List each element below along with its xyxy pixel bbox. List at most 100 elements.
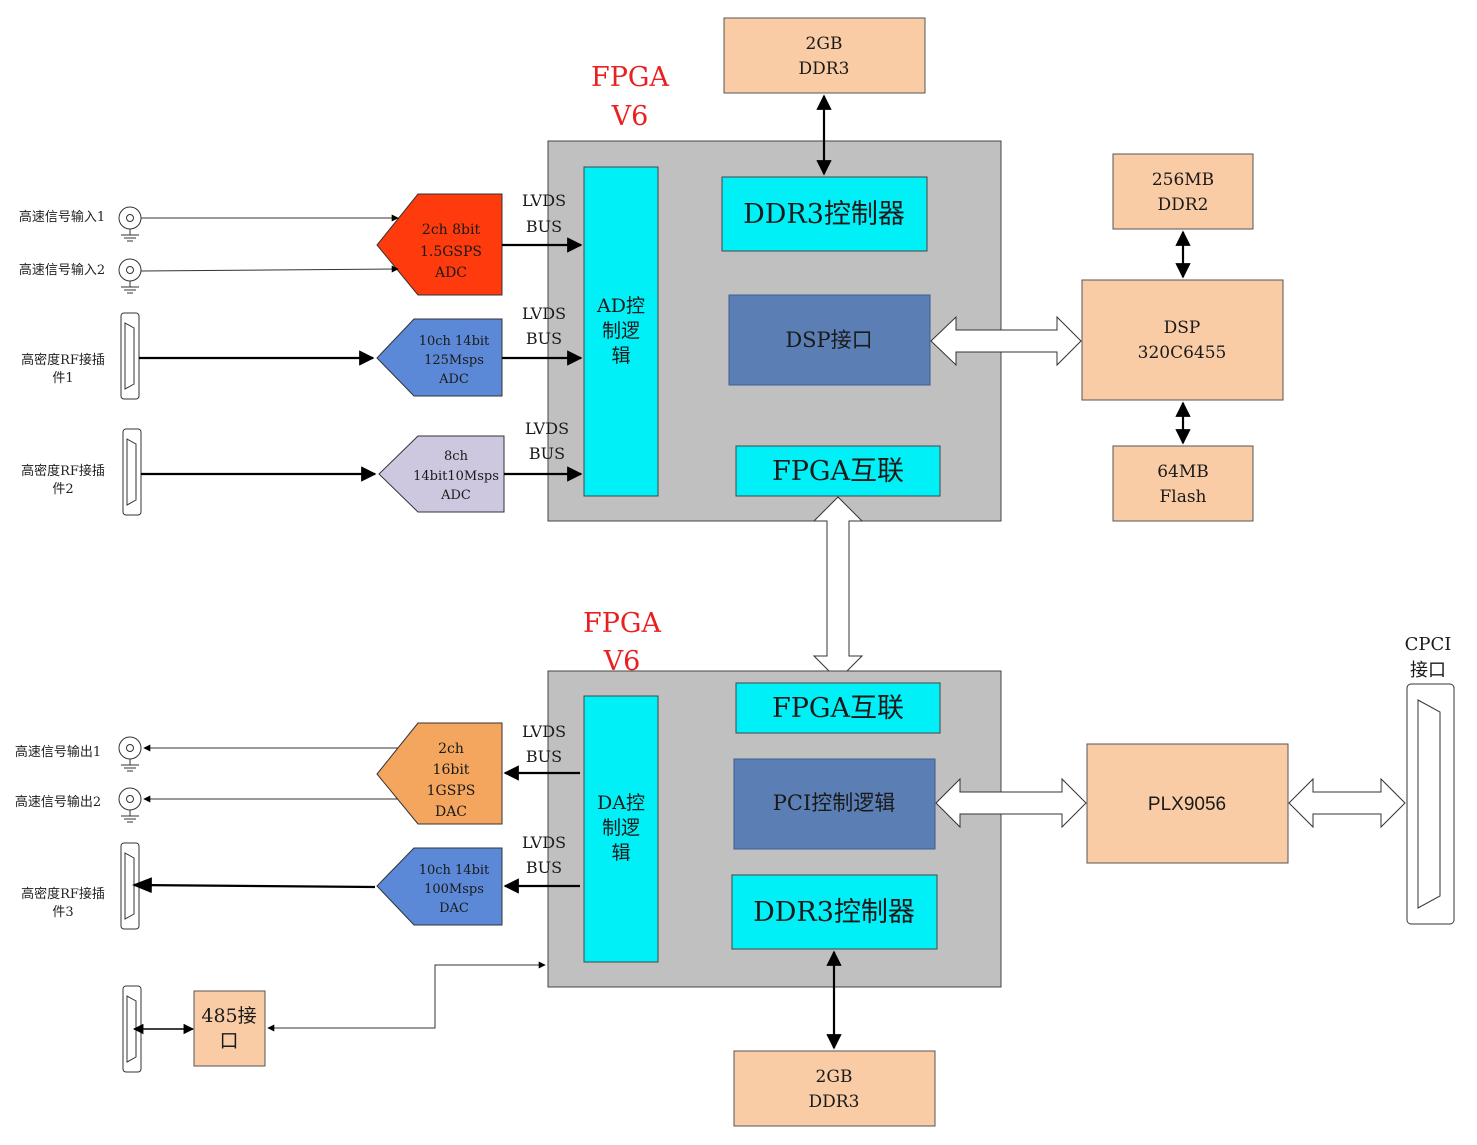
rf3-label-line1: 高密度RF接插 [21, 886, 105, 902]
plx-label: PLX9056 [1148, 794, 1226, 815]
rf2-label-line1: 高密度RF接插 [21, 463, 105, 479]
fpga-top-label-1: FPGA [591, 62, 669, 93]
lvds-top2-line1: LVDS [522, 304, 566, 323]
coax-connector-out2 [118, 787, 142, 823]
coax-connector-out1 [118, 736, 142, 772]
in2-signal-line [140, 265, 399, 273]
adc2-line2: 125Msps [424, 353, 484, 368]
ddr3-controller-top [721, 176, 928, 252]
dac2-converter [376, 847, 503, 926]
rs485-line1: 485接 [201, 1005, 256, 1027]
adc2-line3: ADC [438, 372, 469, 387]
adc1-converter [376, 193, 503, 296]
adc1-line3: ADC [434, 265, 467, 281]
rf1-label-line1: 高密度RF接插 [21, 352, 105, 368]
hs-output1-label: 高速信号输出1 [15, 744, 101, 760]
cpci-bus-arrow [1288, 777, 1406, 829]
hs-input2-label: 高速信号输入2 [19, 262, 105, 278]
pci-control-block [733, 758, 936, 850]
da-ctrl-text-2: 制逻 [602, 817, 640, 839]
rs485-interface [193, 990, 266, 1067]
adc3-line3: ADC [440, 488, 471, 503]
ddr2-line2: DDR2 [1158, 195, 1209, 215]
rf-connector-1 [120, 312, 140, 400]
lvds-bot1-line1: LVDS [522, 722, 566, 741]
flash-line2: Flash [1159, 487, 1206, 507]
ddr3-top-line1: 2GB [806, 34, 843, 54]
dsp-processor [1081, 279, 1284, 401]
dsp-line1: DSP [1164, 318, 1201, 338]
fpga-link-bottom-label: FPGA互联 [772, 693, 904, 724]
ad-ctrl-text-3: 辑 [611, 345, 630, 367]
adc3-converter [378, 435, 505, 513]
da-control-logic-block [583, 695, 659, 963]
ddr3-top-memory [723, 17, 926, 94]
pci-bus-arrow [935, 777, 1087, 829]
ad-ctrl-text-2: 制逻 [602, 320, 640, 342]
ddr3-controller-bottom-label: DDR3控制器 [753, 897, 915, 928]
pci-control-label: PCI控制逻辑 [773, 791, 896, 815]
ddr3-top-line2: DDR3 [799, 59, 850, 79]
lvds-top1-line2: BUS [526, 217, 562, 236]
flash-line1: 64MB [1157, 462, 1209, 482]
ad-control-logic-block [583, 166, 659, 497]
fpga-link-top [735, 445, 941, 497]
dac1-converter [376, 722, 503, 825]
rs485-line2: 口 [219, 1030, 238, 1052]
hs-output2-label: 高速信号输出2 [15, 794, 101, 810]
fpga-link-bottom [735, 682, 941, 734]
ddr3-bottom-line1: 2GB [816, 1067, 853, 1087]
cpci-connector [1406, 683, 1455, 925]
fpga-top-group: FPGA V6 AD控 制逻 辑 DDR3控制器 DSP接口 FPGA互联 [547, 62, 1002, 522]
ddr2-line1: 256MB [1152, 170, 1214, 190]
fpga-interconnect-arrow [812, 496, 864, 681]
dsp-bus-arrow [930, 315, 1082, 367]
dac2-line1: 10ch 14bit [419, 863, 490, 878]
adc2-converter [376, 318, 503, 397]
ddr3-controller-top-label: DDR3控制器 [743, 199, 905, 230]
rf3-signal-line [132, 877, 376, 894]
adc1-line1: 2ch 8bit [422, 222, 481, 238]
rf-connector-3 [120, 842, 140, 930]
fpga-link-top-label: FPGA互联 [772, 456, 904, 487]
lvds-top3-line1: LVDS [525, 419, 569, 438]
fpga-bottom-label-1: FPGA [583, 608, 661, 639]
da-ctrl-text-1: DA控 [597, 792, 645, 814]
dac1-line3: 1GSPS [427, 783, 476, 799]
ddr3-controller-bottom [731, 874, 938, 950]
ddr3-bottom-line2: DDR3 [809, 1092, 860, 1112]
dsp-interface-block [728, 294, 931, 386]
fpga-bottom-group: FPGA V6 DA控 制逻 辑 FPGA互联 PCI控制逻辑 DDR3控制器 [547, 608, 1002, 988]
adc1-line2: 1.5GSPS [420, 244, 482, 260]
dac1-line1: 2ch [438, 741, 464, 757]
lvds-top3-line2: BUS [529, 444, 565, 463]
rf2-label-line2: 件2 [52, 482, 73, 497]
lvds-bot1-line2: BUS [526, 747, 562, 766]
adc3-line2: 14bit10Msps [413, 469, 499, 484]
ddr3-bottom-memory [733, 1050, 936, 1127]
adc2-line1: 10ch 14bit [419, 334, 490, 349]
dsp-interface-label: DSP接口 [785, 328, 872, 352]
rs485-fpga-link [267, 961, 546, 1032]
lvds-top1-line1: LVDS [522, 191, 566, 210]
da-ctrl-text-3: 辑 [611, 842, 630, 864]
coax-connector-in1 [118, 206, 142, 242]
dac1-line4: DAC [435, 804, 467, 820]
cpci-line1: CPCI [1405, 634, 1452, 655]
coax-connector-in2 [118, 258, 142, 294]
lvds-top2-line2: BUS [526, 329, 562, 348]
ddr2-memory [1112, 153, 1254, 230]
lvds-bot2-line2: BUS [526, 858, 562, 877]
dac2-line3: DAC [439, 901, 469, 916]
dsp-line2: 320C6455 [1138, 343, 1227, 363]
cpci-line2: 接口 [1410, 660, 1446, 681]
flash-memory [1112, 445, 1254, 522]
dac1-line2: 16bit [433, 762, 470, 778]
rs485-connector [122, 985, 142, 1073]
ad-ctrl-text-1: AD控 [596, 295, 645, 317]
lvds-bot2-line1: LVDS [522, 833, 566, 852]
adc3-line1: 8ch [444, 449, 469, 464]
rf-connector-2 [122, 428, 142, 516]
hs-input1-label: 高速信号输入1 [19, 209, 105, 225]
